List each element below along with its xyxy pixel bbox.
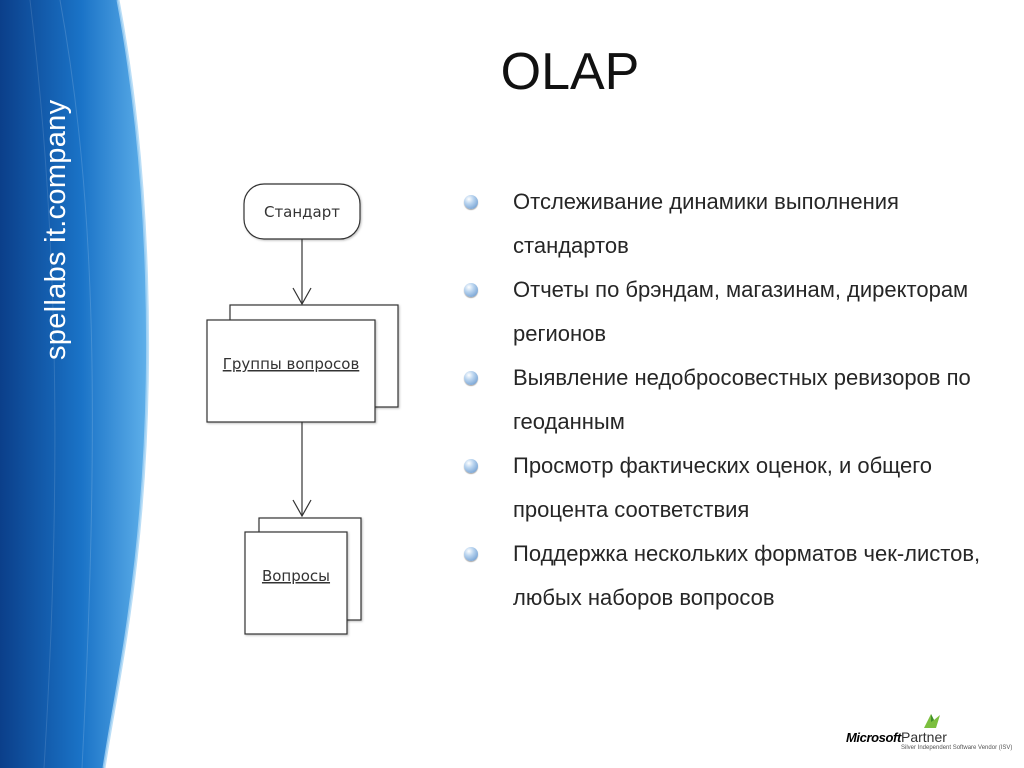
flow-diagram: Стандарт Группы вопросов Вопросы [206, 183, 399, 635]
bullet-icon [464, 547, 478, 561]
bullet-icon [464, 371, 478, 385]
diagram-node-standard: Стандарт [243, 183, 361, 240]
bullet-icon [464, 459, 478, 473]
list-item: Поддержка нескольких форматов чек-листов… [462, 532, 982, 620]
side-banner-text: spellabs it.company [40, 99, 72, 360]
side-banner [0, 0, 160, 768]
bullet-text: Выявление недобросовестных ревизоров по … [513, 365, 971, 434]
list-item: Отслеживание динамики выполнения стандар… [462, 180, 982, 268]
diagram-node-label: Группы вопросов [223, 355, 360, 373]
diagram-node-questions: Вопросы [244, 517, 362, 635]
partner-logo-icon [924, 714, 940, 728]
bullet-text: Отслеживание динамики выполнения стандар… [513, 189, 899, 258]
bullet-list: Отслеживание динамики выполнения стандар… [462, 180, 982, 620]
partner-tagline: Silver Independent Software Vendor (ISV) [901, 745, 1013, 751]
diagram-arrow [292, 239, 312, 306]
bullet-text: Поддержка нескольких форматов чек-листов… [513, 541, 981, 610]
partner-badge: Microsoft Partner Silver Independent Sof… [846, 712, 1012, 756]
partner-brand: Microsoft [846, 730, 901, 745]
bullet-icon [464, 195, 478, 209]
bullet-text: Просмотр фактических оценок, и общего пр… [513, 453, 933, 522]
bullet-icon [464, 283, 478, 297]
diagram-arrow [292, 422, 312, 518]
partner-label: Partner [901, 729, 947, 745]
diagram-node-label: Вопросы [262, 567, 330, 585]
list-item: Отчеты по брэндам, магазинам, директорам… [462, 268, 982, 356]
slide-title: OLAP [500, 43, 640, 101]
diagram-node-question-groups: Группы вопросов [206, 304, 399, 423]
diagram-node-label: Стандарт [264, 203, 340, 221]
list-item: Выявление недобросовестных ревизоров по … [462, 356, 982, 444]
bullet-text: Отчеты по брэндам, магазинам, директорам… [513, 277, 969, 346]
list-item: Просмотр фактических оценок, и общего пр… [462, 444, 982, 532]
